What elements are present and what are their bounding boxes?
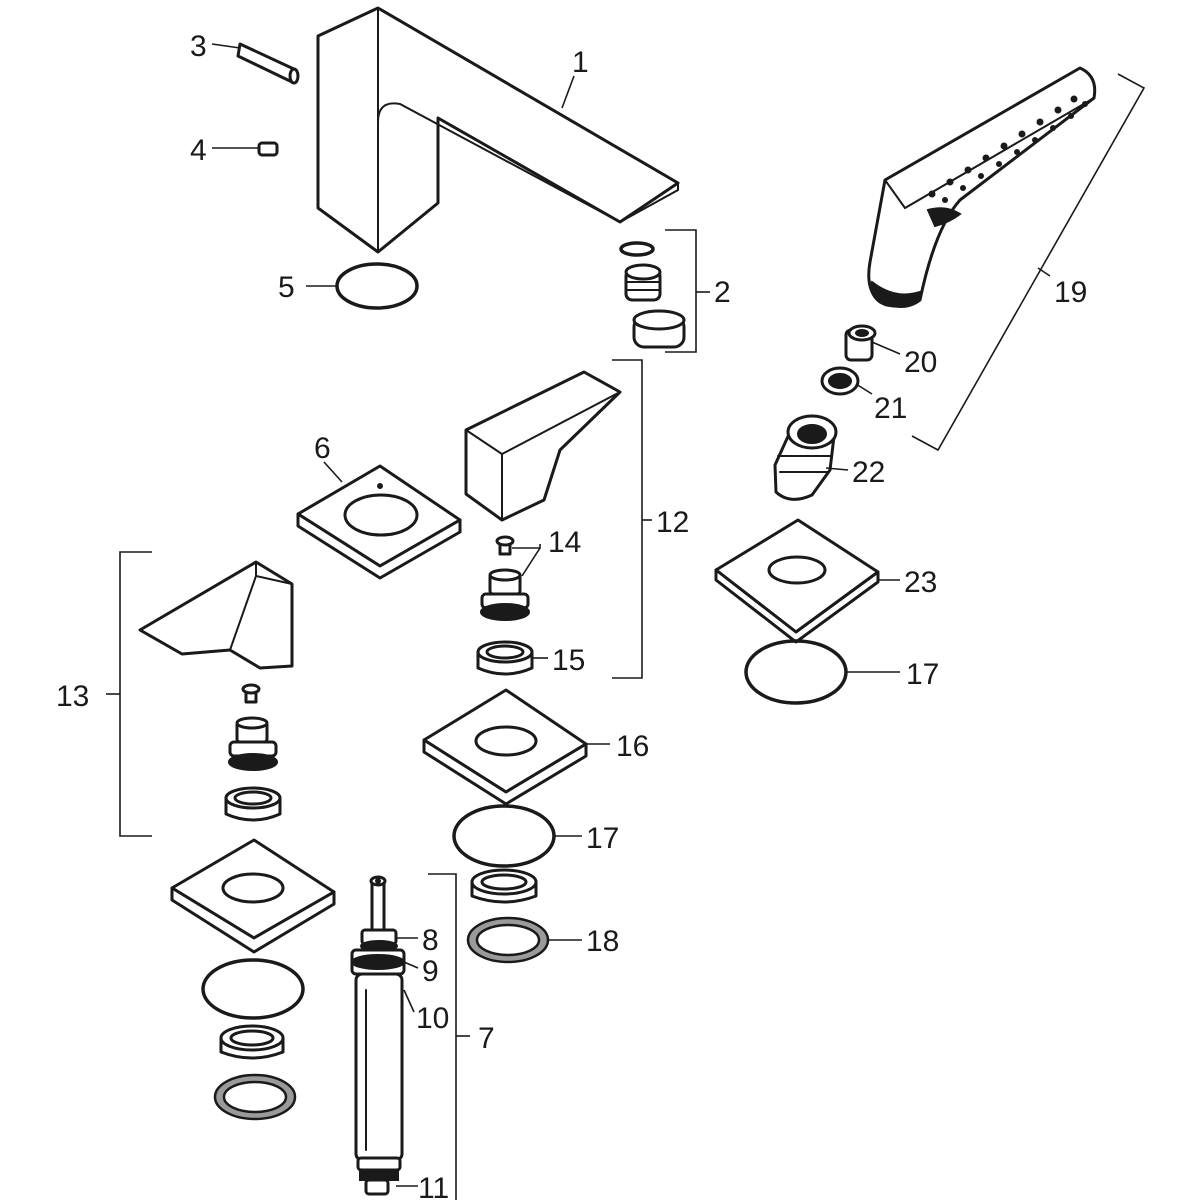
rosette-lower-left-part bbox=[170, 838, 336, 954]
label-17-center: 17 bbox=[586, 822, 619, 855]
ring-15-part bbox=[476, 640, 534, 676]
label-6: 6 bbox=[314, 432, 331, 465]
label-14: 14 bbox=[548, 526, 581, 559]
handle-12-part bbox=[464, 370, 622, 522]
label-3: 3 bbox=[190, 30, 207, 63]
label-19: 19 bbox=[1054, 276, 1087, 309]
hand-shower-part bbox=[867, 66, 1097, 308]
spout-part bbox=[316, 6, 680, 254]
handle-13-part bbox=[138, 560, 294, 670]
adapter-14-part bbox=[480, 535, 530, 621]
label-22: 22 bbox=[852, 456, 885, 489]
swivel-connector-part bbox=[773, 414, 838, 501]
set-screw-part bbox=[257, 141, 279, 157]
aerator-parts bbox=[619, 241, 686, 349]
label-4: 4 bbox=[190, 134, 207, 167]
label-10: 10 bbox=[416, 1002, 449, 1035]
label-2: 2 bbox=[714, 276, 731, 309]
label-21: 21 bbox=[874, 392, 907, 425]
label-5: 5 bbox=[278, 271, 295, 304]
label-7: 7 bbox=[478, 1022, 495, 1055]
label-23: 23 bbox=[904, 566, 937, 599]
o-ring-17-right bbox=[744, 639, 848, 705]
gasket-18-part bbox=[466, 916, 550, 964]
o-ring-17-center bbox=[452, 804, 556, 868]
connector-nut-part bbox=[844, 324, 877, 362]
label-12: 12 bbox=[656, 506, 689, 539]
nut-ring-center bbox=[470, 868, 538, 904]
label-16: 16 bbox=[616, 730, 649, 763]
o-ring-lower-left bbox=[201, 958, 305, 1020]
label-1: 1 bbox=[572, 46, 589, 79]
leader-lines bbox=[106, 43, 1146, 1200]
label-20: 20 bbox=[904, 346, 937, 379]
adapter-13-part bbox=[224, 683, 282, 822]
o-ring-5 bbox=[335, 262, 419, 310]
label-8: 8 bbox=[422, 924, 439, 957]
label-18: 18 bbox=[586, 925, 619, 958]
label-15: 15 bbox=[552, 644, 585, 677]
pin-part bbox=[236, 42, 300, 85]
rosette-23-part bbox=[714, 518, 880, 644]
label-17-right: 17 bbox=[906, 658, 939, 691]
rosette-16-part bbox=[422, 688, 588, 806]
escutcheon-6-part bbox=[296, 464, 462, 580]
washer-21-part bbox=[820, 366, 860, 396]
gasket-lower-left bbox=[213, 1073, 297, 1121]
cartridge-7-part bbox=[350, 875, 406, 1196]
label-13: 13 bbox=[56, 680, 89, 713]
label-11: 11 bbox=[418, 1172, 449, 1200]
nut-ring-lower-left bbox=[219, 1024, 285, 1060]
label-9: 9 bbox=[422, 955, 439, 988]
